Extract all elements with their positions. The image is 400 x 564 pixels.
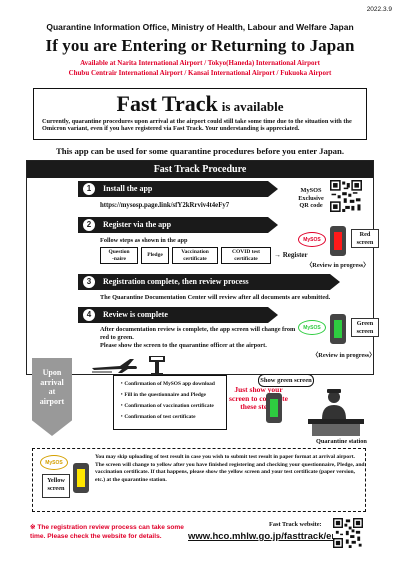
procedure-box: Fast Track Procedure [26,160,374,375]
checklist-item: ・Confirmation of test certificate [119,414,196,420]
qr-label: MySOS Exclusive QR code [298,187,324,209]
yellow-screen-label: Yellow screen [42,474,70,498]
yellow-notice-text: You may skip uploading of test result in… [95,454,365,484]
step-2-title: Register via the app [103,220,172,229]
website-qr-code[interactable] [333,518,363,548]
yellow-screen-notice [32,448,366,512]
quarantine-officer-icon [308,389,364,436]
phone-green-screen [334,320,342,338]
mysos-logo-red: MySOS [298,232,326,247]
page-title: If you are Entering or Returning to Japa… [45,36,355,55]
upon-arrival-text: Upon arrival at airport [39,368,65,406]
step-2-bar: Register via the app [78,217,278,233]
phone-green [330,314,346,344]
checklist-item: ・Fill in the questionnaire and Pledge [119,392,206,398]
procedure-heading: Fast Track Procedure [27,161,373,178]
step-item-vaccination: Vaccination certificate [172,247,218,264]
website-label: Fast Track website: [269,521,322,528]
app-url[interactable]: https://mysosp.page.link/sfY2kRrviv4t4eF… [100,202,230,209]
date-stamp: 2022.3.9 [366,6,392,13]
green-screen-label: Green screen [351,318,379,337]
app-note: This app can be used for some quarantine… [55,146,345,156]
step-1-number: 1 [82,182,96,196]
org-name: Quarantine Information Office, Ministry … [46,22,354,32]
register-label: → Register [274,251,308,259]
checklist-item: ・Confirmation of vaccination certificate [119,403,214,409]
airports-list: Available at Narita International Airpor… [0,59,400,78]
phone-green-small-screen [270,399,278,417]
step-1-bar: Install the app [78,181,278,197]
step-3-title: Registration complete, then review proce… [103,277,249,286]
review-in-progress-1: 〈Review in progress〉 [306,262,370,269]
airplane-icon [92,359,137,373]
step-item-questionnaire: Question -naire [100,247,138,264]
step-item-pledge: Pledge [141,247,169,264]
arrival-checklist: ・Confirmation of MySOS app download ・Fil… [113,375,227,430]
fast-track-title: Fast Track is available [42,91,358,117]
fast-track-box: Fast Track is available Currently, quara… [33,88,367,140]
fast-track-title-big: Fast Track [116,91,218,116]
review-time-note: ※ The registration review process can ta… [30,524,184,540]
phone-red-screen [334,232,342,250]
step-3-number: 3 [82,275,96,289]
fast-track-note: Currently, quarantine procedures upon ar… [42,118,352,132]
step-4-title: Review is complete [103,310,168,319]
step-item-covid-test: COVID test certificate [221,247,271,264]
control-tower-icon [149,356,165,375]
step-2-intro: Follow steps as shown in the app [100,237,188,244]
phone-green-small [266,393,282,423]
step-4-bar: Review is complete [78,307,278,323]
yellow-notice-line-1: You may skip uploading of test result in… [95,454,355,460]
step-1-title: Install the app [103,184,153,193]
checklist-item: ・Confirmation of MySOS app download [119,381,215,387]
phone-red [330,226,346,256]
step-2-number: 2 [82,218,96,232]
review-in-progress-2: 〈Review in progress〉 [312,352,376,359]
phone-yellow-screen [77,469,85,487]
upon-arrival-banner: Upon arrival at airport [32,358,72,436]
airports-line-1: Available at Narita International Airpor… [80,59,320,67]
phone-yellow [73,463,89,493]
mysos-logo-yellow: MySOS [40,455,68,470]
mysos-qr-code[interactable] [330,180,362,212]
step-4-text: After documentation review is complete, … [100,326,296,349]
step-4-number: 4 [82,308,96,322]
yellow-notice-line-2: The screen will change to yellow after y… [95,461,365,483]
mysos-logo-green: MySOS [298,320,326,335]
red-screen-label: Red screen [351,229,379,248]
step-3-bar: Registration complete, then review proce… [78,274,340,290]
website-link[interactable]: www.hco.mhlw.go.jp/fasttrack/en/ [188,531,340,542]
fast-track-title-small: is available [221,99,284,114]
airports-line-2: Chubu Centrair International Airport / K… [68,68,332,77]
step-3-text: The Quarantine Documentation Center will… [100,294,331,301]
show-green-bubble: Show green screen [258,374,314,387]
quarantine-station-label: Quarantine station [316,438,367,445]
